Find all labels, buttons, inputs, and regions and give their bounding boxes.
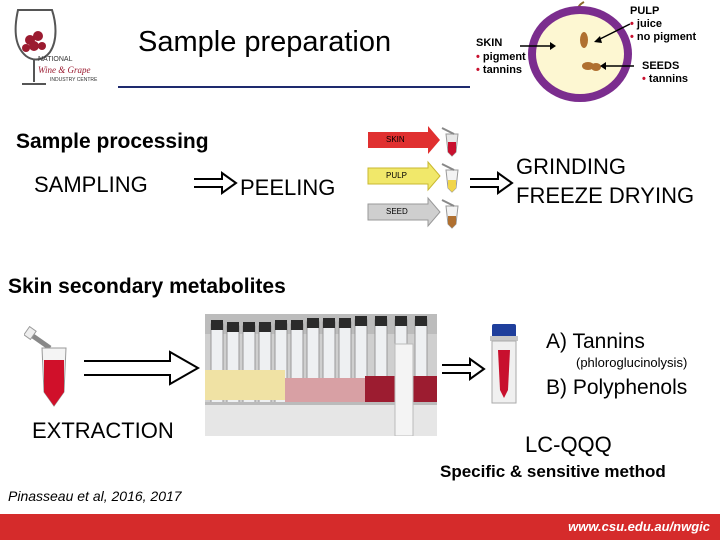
seeds-label: SEEDS: [642, 60, 680, 72]
skin-item-pigment: • pigment: [476, 51, 526, 63]
lc-vial-icon: [490, 324, 518, 404]
arrow-icon: [442, 357, 486, 381]
grape-cross-section-icon: [520, 1, 634, 102]
logo-line1: NATIONAL: [38, 56, 73, 63]
tube-arrows-icon: [367, 126, 459, 229]
arrow-icon: [194, 171, 238, 195]
pulp-item-no-pigment: • no pigment: [630, 31, 697, 43]
extraction-tube-icon: [24, 326, 67, 407]
logo-line2: Wine & Grape: [38, 65, 91, 75]
seeds-item-tannins: • tannins: [642, 73, 689, 85]
arrow-icon: [470, 171, 514, 195]
extraction-label: EXTRACTION: [32, 418, 174, 443]
skin-label: SKIN: [476, 37, 503, 49]
reference: Pinasseau et al, 2016, 2017: [8, 488, 182, 504]
tube-diagram: SKIN PULP SEED: [366, 124, 466, 234]
tube-label-skin: SKIN: [386, 135, 405, 144]
tannins-label: A) Tannins: [546, 330, 645, 353]
test-tubes-image: [205, 314, 437, 436]
title-divider: [118, 86, 470, 88]
pulp-label: PULP: [630, 5, 660, 17]
page-title: Sample preparation: [138, 26, 392, 58]
grinding-label: GRINDING: [516, 154, 626, 179]
peeling-label: PEELING: [240, 175, 336, 200]
sample-processing-heading: Sample processing: [16, 130, 209, 153]
footer-bar: www.csu.edu.au/nwgic: [0, 514, 720, 540]
phloroglucinolysis-label: (phloroglucinolysis): [576, 355, 688, 370]
test-tubes-photo: [205, 314, 437, 436]
logo: NATIONAL Wine & Grape INDUSTRY CENTRE: [4, 6, 108, 90]
metabolites-heading: Skin secondary metabolites: [8, 275, 286, 298]
logo-line3: INDUSTRY CENTRE: [50, 77, 98, 83]
sampling-label: SAMPLING: [34, 172, 148, 197]
polyphenols-label: B) Polyphenols: [546, 376, 688, 399]
method-label: Specific & sensitive method: [440, 462, 666, 481]
grape-diagram: SKIN • pigment • tannins PULP • juice • …: [470, 0, 720, 108]
tube-label-seed: SEED: [386, 207, 408, 216]
freeze-drying-label: FREEZE DRYING: [516, 183, 695, 208]
long-arrow-icon: [84, 350, 201, 386]
footer-url[interactable]: www.csu.edu.au/nwgic: [568, 519, 710, 534]
tube-label-pulp: PULP: [386, 171, 407, 180]
lcqqq-label: LC-QQQ: [525, 432, 612, 457]
pulp-item-juice: • juice: [630, 18, 662, 30]
skin-item-tannins: • tannins: [476, 64, 523, 76]
wine-glass-icon: [14, 9, 57, 85]
